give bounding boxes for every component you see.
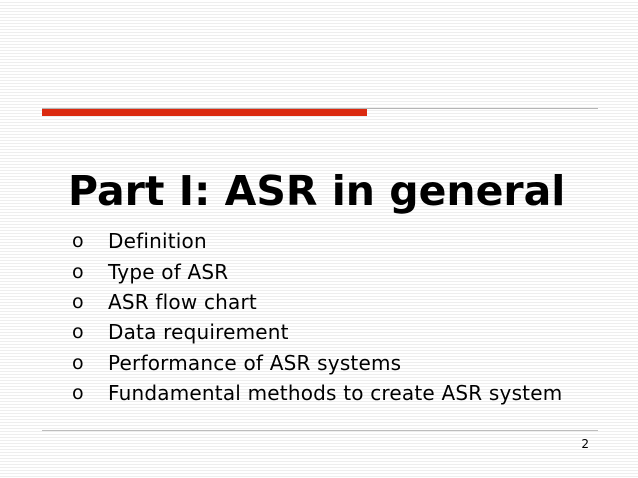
bullet-list: o Definition o Type of ASR o ASR flow ch… xyxy=(72,226,562,408)
bullet-text: Data requirement xyxy=(108,320,289,345)
bullet-text: ASR flow chart xyxy=(108,289,257,314)
bullet-marker-icon: o xyxy=(72,230,84,253)
top-divider-line xyxy=(42,108,598,109)
bullet-text: Performance of ASR systems xyxy=(108,350,402,375)
bullet-text: Definition xyxy=(108,229,207,254)
bullet-marker-icon: o xyxy=(72,351,84,374)
bullet-marker-icon: o xyxy=(72,290,84,313)
list-item: o Type of ASR xyxy=(72,256,562,286)
bullet-text: Type of ASR xyxy=(108,259,229,284)
bullet-text: Fundamental methods to create ASR system xyxy=(108,381,563,406)
bottom-divider-line xyxy=(42,430,598,431)
list-item: o Fundamental methods to create ASR syst… xyxy=(72,378,562,408)
list-item: o Performance of ASR systems xyxy=(72,348,562,378)
bullet-marker-icon: o xyxy=(72,321,84,344)
bullet-marker-icon: o xyxy=(72,260,84,283)
bullet-marker-icon: o xyxy=(72,382,84,405)
list-item: o Definition xyxy=(72,226,562,256)
list-item: o Data requirement xyxy=(72,317,562,347)
list-item: o ASR flow chart xyxy=(72,287,562,317)
page-number: 2 xyxy=(581,437,589,451)
slide-title: Part I: ASR in general xyxy=(68,167,566,215)
accent-bar xyxy=(42,109,367,116)
